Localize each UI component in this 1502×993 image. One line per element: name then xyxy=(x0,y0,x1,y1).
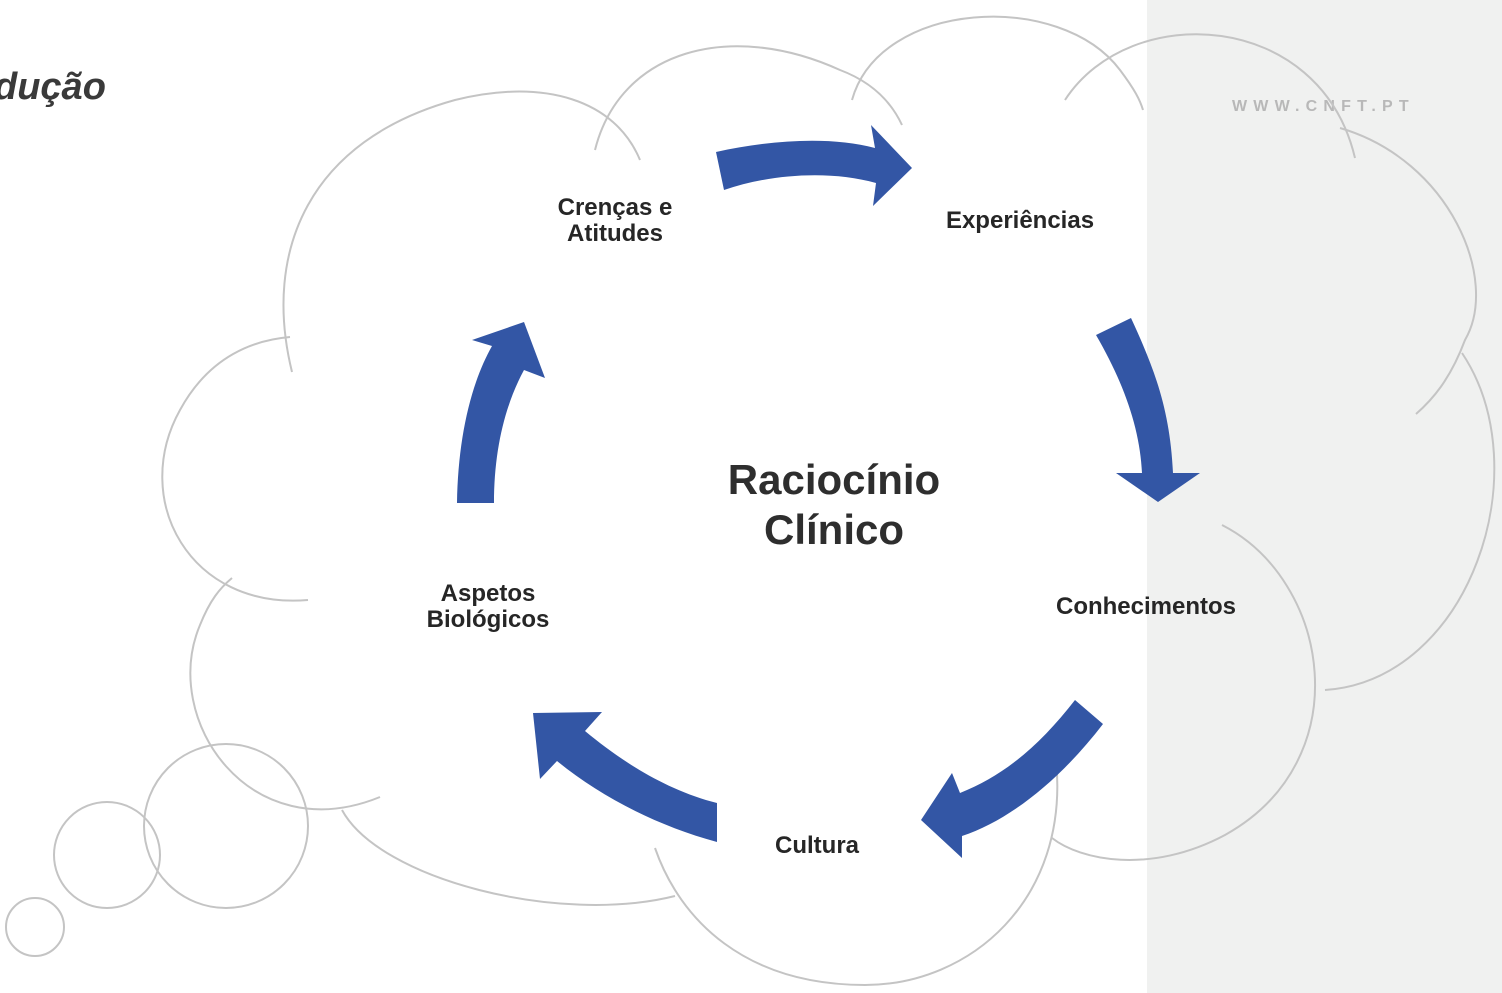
arrow-crencas-to-experiencias xyxy=(716,125,912,206)
right-panel xyxy=(1147,0,1502,993)
cloud-lobe xyxy=(1324,352,1496,691)
node-crencas-atitudes: Crenças e Atitudes xyxy=(557,194,673,247)
cloud-lobe xyxy=(654,759,1059,987)
thought-bubble xyxy=(53,801,161,909)
node-experiencias: Experiências xyxy=(945,207,1095,234)
cloud-lobe xyxy=(189,577,381,811)
arrow-experiencias-to-conhecimentos xyxy=(1096,318,1200,502)
arrow-aspetos-to-crencas xyxy=(457,322,545,503)
thought-bubble xyxy=(5,897,65,957)
thought-cloud xyxy=(161,15,1496,987)
cloud-lobe xyxy=(1064,33,1356,159)
node-aspetos-biologicos: Aspetos Biológicos xyxy=(426,580,550,633)
arrow-cultura-to-aspetos xyxy=(533,712,717,842)
page-title: dução xyxy=(0,66,106,108)
cloud-lobe xyxy=(341,809,676,906)
node-conhecimentos: Conhecimentos xyxy=(1055,593,1237,620)
arrow-conhecimentos-to-cultura xyxy=(921,700,1103,858)
cloud-lobe xyxy=(1051,524,1316,861)
cycle-arrows xyxy=(457,125,1200,858)
cloud-lobe xyxy=(161,336,309,602)
cloud-lobe xyxy=(1339,127,1478,415)
thought-bubble xyxy=(143,743,309,909)
cloud-lobe xyxy=(594,45,903,151)
node-cultura: Cultura xyxy=(775,832,859,859)
thought-bubbles xyxy=(5,743,309,957)
site-url: WWW.CNFT.PT xyxy=(1232,98,1415,115)
center-label: Raciocínio Clínico xyxy=(727,456,941,553)
cloud-lobe xyxy=(282,90,641,373)
cloud-lobe xyxy=(851,15,1144,111)
